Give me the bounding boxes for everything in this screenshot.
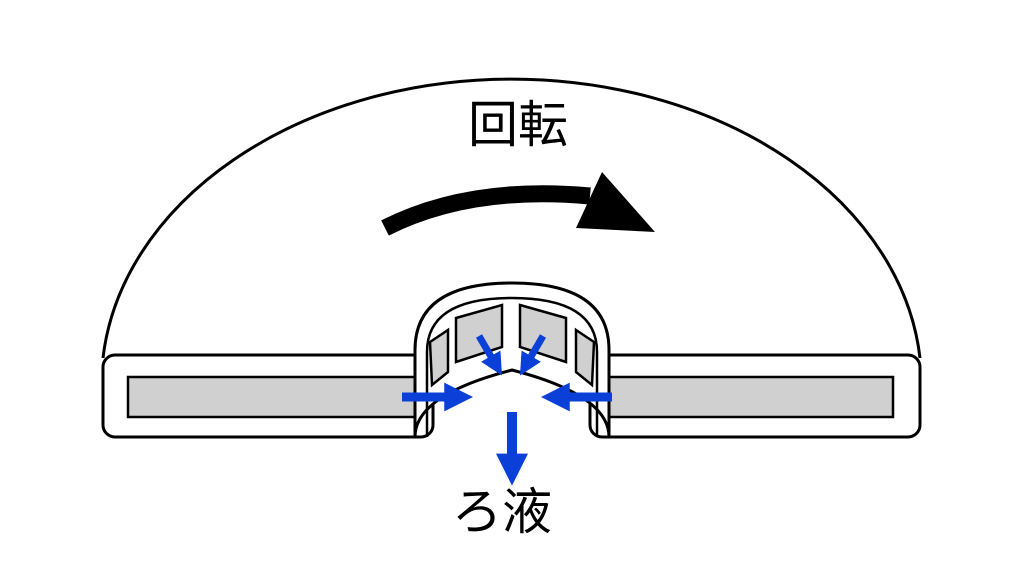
right-filter (601, 375, 895, 419)
rotation-label: 回転 (468, 96, 568, 154)
filtrate-label: ろ液 (452, 483, 552, 541)
hub-panel-left-outer (428, 327, 450, 388)
rotation-arrow-head-icon (576, 172, 655, 232)
left-filter (126, 375, 422, 419)
hub-inner-arc (425, 296, 599, 437)
hub-panel-right-inner (518, 303, 568, 364)
rotation-arrow-icon (381, 185, 591, 236)
flow-arrow-upper-left-icon (475, 334, 503, 376)
rotor-housing (101, 77, 922, 359)
hub-panel-left-inner (454, 303, 504, 364)
flow-arrow-upper-right-icon (519, 334, 547, 376)
hub-panel-right-outer (574, 327, 596, 388)
